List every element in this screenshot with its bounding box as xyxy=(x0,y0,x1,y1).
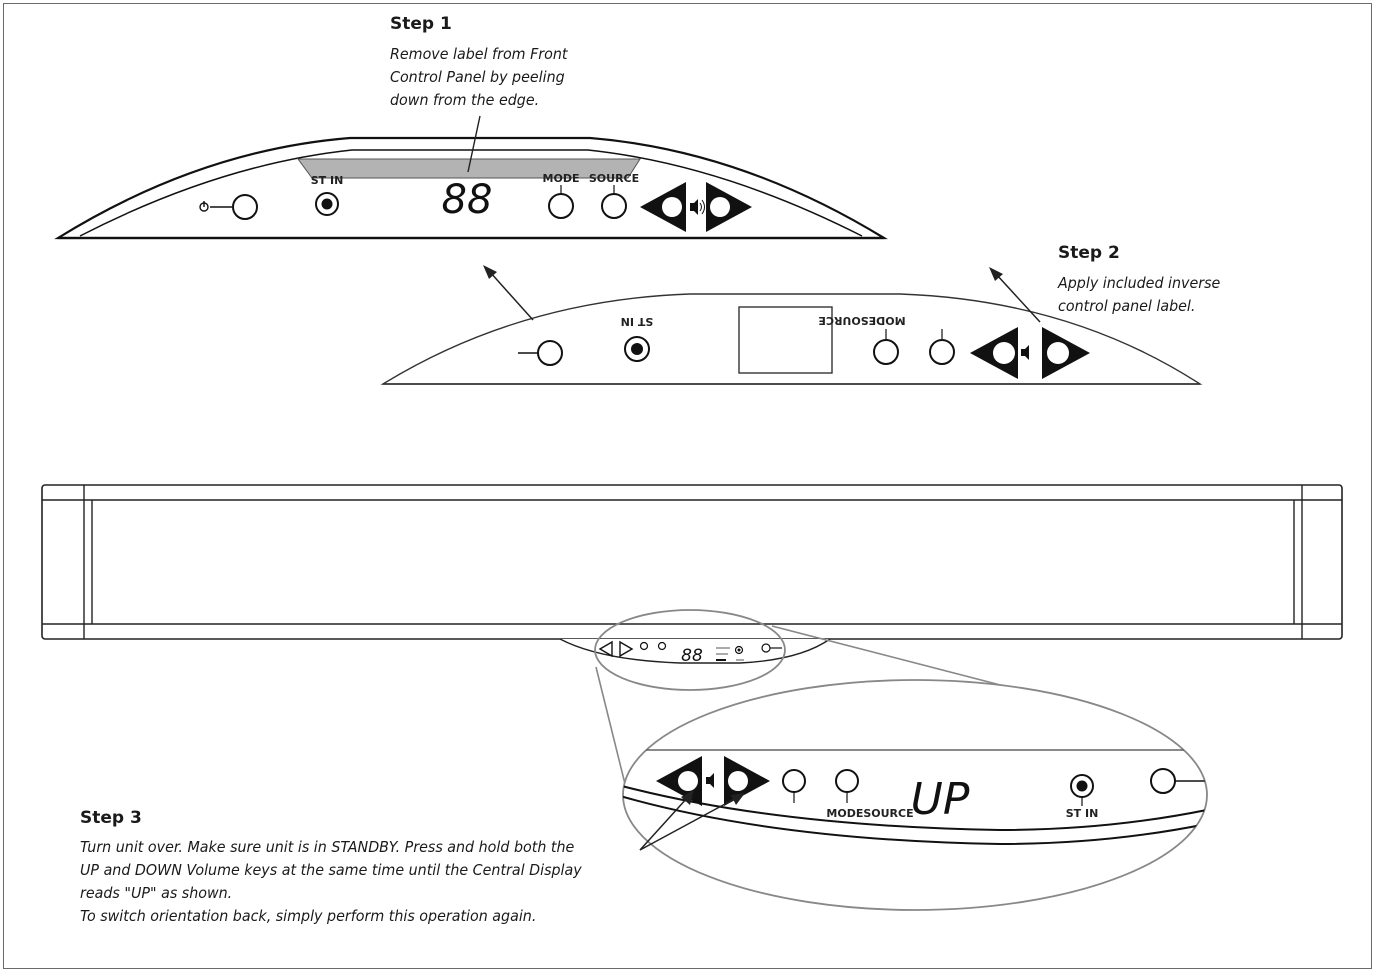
front-mode-button[interactable] xyxy=(548,193,574,219)
inverse-volume-up-icon[interactable] xyxy=(1042,327,1090,379)
zoom-display: UP xyxy=(911,774,970,825)
zoom-source-button[interactable] xyxy=(782,769,806,793)
inverse-modesource-label: MODESOURCE xyxy=(818,314,905,327)
arrow-icon xyxy=(483,265,534,321)
volume-down-icon[interactable] xyxy=(640,182,686,232)
arrow-icon xyxy=(639,790,694,851)
step1-pointer-line xyxy=(467,115,481,173)
inverse-volume-down-icon[interactable] xyxy=(970,327,1018,379)
inverse-control-panel: ST IN MODESOURCE xyxy=(380,293,1203,385)
soundbar: 88 xyxy=(41,484,1343,666)
arrow-icon xyxy=(639,793,745,851)
inverse-st-in-label: ST IN xyxy=(621,315,654,328)
front-source-label: SOURCE xyxy=(589,172,639,185)
zoom-st-in-label: ST IN xyxy=(1066,807,1099,820)
step2-title: Step 2 xyxy=(1058,243,1120,263)
zoom-volume-up-icon[interactable] xyxy=(724,756,770,806)
zoom-mode-button[interactable] xyxy=(835,769,859,793)
inverse-display-window xyxy=(738,306,833,374)
page-border xyxy=(3,3,1372,969)
power-icon xyxy=(199,201,209,212)
inverse-mode-button[interactable] xyxy=(873,339,899,365)
zoom-power-button[interactable] xyxy=(1150,768,1176,794)
inverse-power-button[interactable] xyxy=(537,340,563,366)
volume-up-icon[interactable] xyxy=(706,182,752,232)
speaker-icon xyxy=(690,199,705,215)
arrow-icon xyxy=(989,267,1041,323)
front-source-button[interactable] xyxy=(601,193,627,219)
step1-title: Step 1 xyxy=(390,14,452,34)
step3-title: Step 3 xyxy=(80,808,142,828)
zoom-speaker-icon xyxy=(706,773,714,788)
zoom-modesource-label: MODESOURCE xyxy=(826,807,913,820)
step1-text: Remove label from Front Control Panel by… xyxy=(390,45,568,109)
front-mode-label: MODE xyxy=(543,172,580,185)
front-st-in-label: ST IN xyxy=(311,174,344,187)
power-button[interactable] xyxy=(232,194,258,220)
inverse-speaker-icon xyxy=(1021,345,1029,360)
zoom-view: MODESOURCE UP ST IN xyxy=(622,679,1208,911)
step2-text: Apply included inverse control panel lab… xyxy=(1058,274,1221,315)
step3-text: Turn unit over. Make sure unit is in STA… xyxy=(80,838,582,925)
svg-text:88: 88 xyxy=(681,646,703,666)
magnifier-small-circle xyxy=(594,609,786,691)
inverse-source-button[interactable] xyxy=(929,339,955,365)
front-control-panel: ST IN 88 MODE SOURCE xyxy=(54,136,888,240)
front-display: 88 xyxy=(442,177,493,223)
